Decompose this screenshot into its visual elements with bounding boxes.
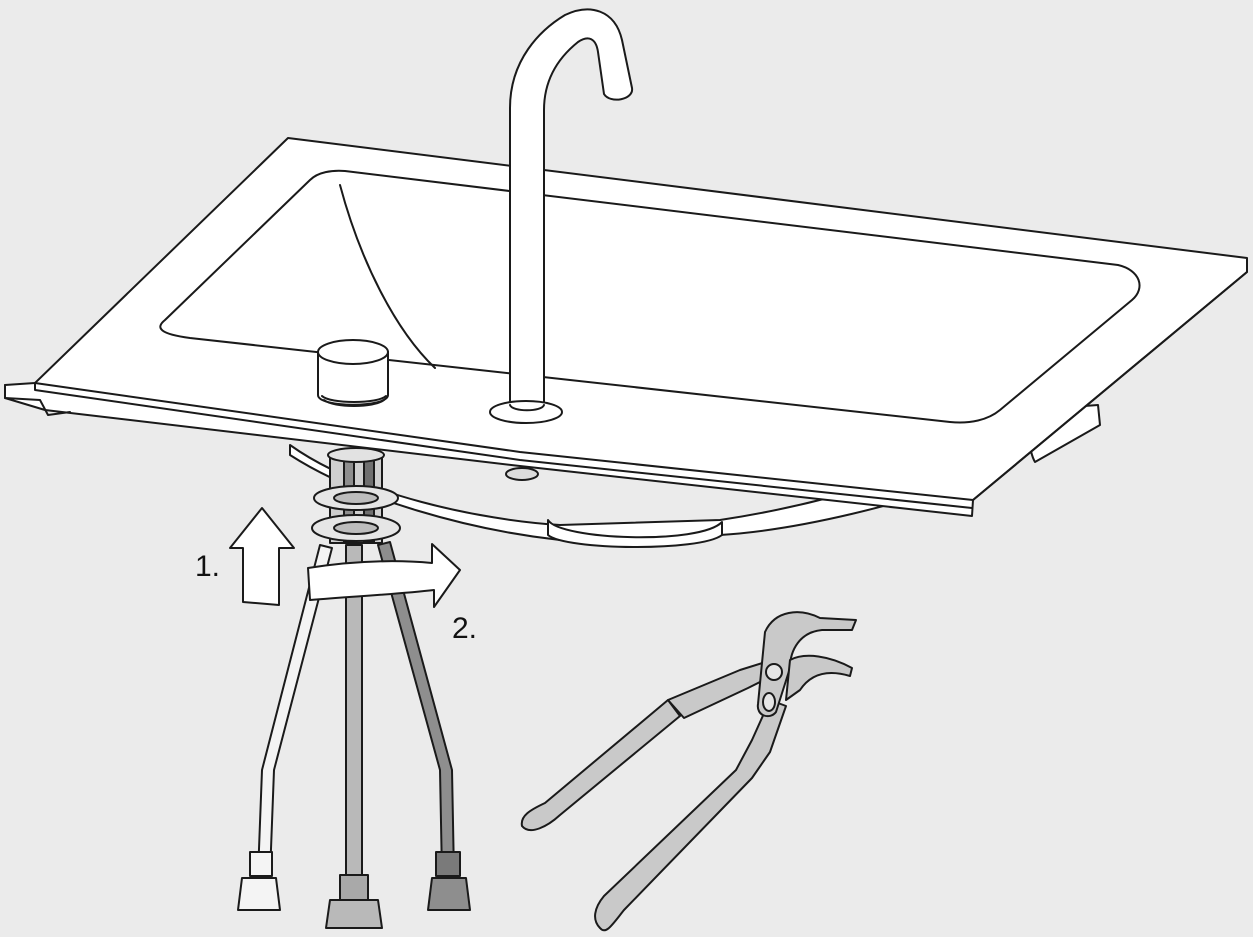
faucet-knob (317, 339, 389, 407)
basin-bowl (159, 169, 1141, 424)
step-2-label: 2. (452, 612, 478, 645)
arrow-up-icon (229, 507, 295, 606)
faucet-spout (489, 8, 634, 424)
supply-hose-middle (325, 544, 383, 929)
water-pump-pliers (520, 611, 857, 932)
supply-hose-left (237, 544, 333, 911)
basin-bowl-shadow-line (339, 184, 436, 369)
step-1-label: 1. (195, 550, 221, 583)
rotate-arrow-icon (307, 543, 461, 608)
supply-hose-right (377, 541, 471, 911)
mounting-assembly (311, 447, 401, 544)
